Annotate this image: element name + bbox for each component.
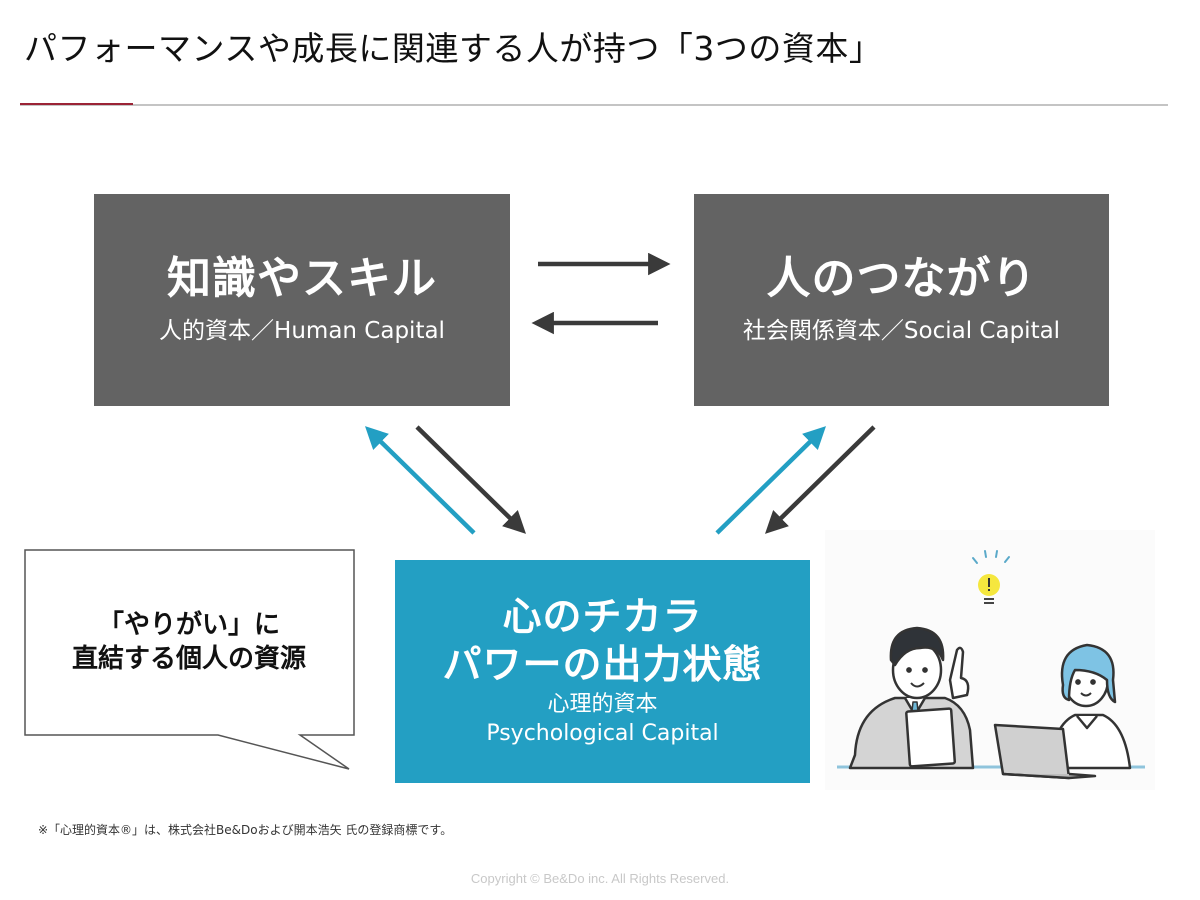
human-capital-subtitle: 人的資本／Human Capital <box>159 318 445 345</box>
callout-line-1: 「やりがい」に <box>97 609 280 640</box>
social-capital-box: 人のつながり 社会関係資本／Social Capital <box>694 194 1109 406</box>
psychological-capital-heading-2: パワーの出力状態 <box>442 642 763 688</box>
lightbulb-icon <box>978 574 1000 604</box>
speech-bubble-text: 「やりがい」に 直結する個人の資源 <box>24 550 354 735</box>
social-capital-heading: 人のつながり <box>766 252 1037 304</box>
callout-line-2: 直結する個人の資源 <box>71 643 306 674</box>
social-capital-subtitle: 社会関係資本／Social Capital <box>742 318 1061 345</box>
psychological-capital-subtitle-en: Psychological Capital <box>486 721 719 747</box>
title-divider <box>20 104 1168 106</box>
psychological-capital-subtitle-jp: 心理的資本 <box>547 692 658 718</box>
woman-figure <box>1048 643 1132 770</box>
office-illustration <box>825 530 1155 790</box>
laptop-icon <box>993 723 1097 780</box>
psychological-capital-heading-1: 心のチカラ <box>502 595 703 641</box>
page-title: パフォーマンスや成長に関連する人が持つ「3つの資本」 <box>24 29 883 68</box>
title-accent-line <box>20 103 133 105</box>
copyright-notice: Copyright © Be&Do inc. All Rights Reserv… <box>470 871 730 886</box>
psychological-capital-box: 心のチカラ パワーの出力状態 心理的資本 Psychological Capit… <box>395 560 810 783</box>
human-capital-heading: 知識やスキル <box>167 252 437 304</box>
idea-rays-icon <box>972 550 1010 564</box>
human-capital-box: 知識やスキル 人的資本／Human Capital <box>94 194 510 406</box>
man-figure <box>848 626 975 770</box>
trademark-footnote: ※「心理的資本®」は、株式会社Be&Doおよび開本浩矢 氏の登録商標です。 <box>38 823 453 837</box>
